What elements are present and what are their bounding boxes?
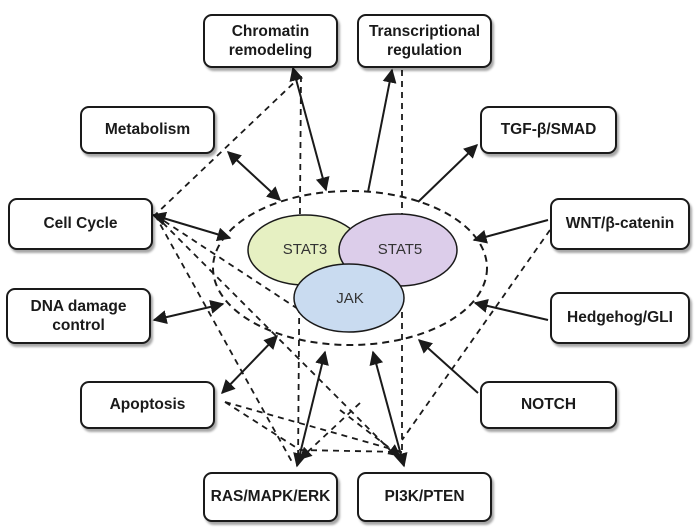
arrow-notch xyxy=(417,339,479,394)
arrow-dna xyxy=(152,300,225,324)
node-metabolism: Metabolism xyxy=(80,106,215,154)
node-dna-damage-control: DNA damage control xyxy=(6,288,151,344)
arrow-cellcycle xyxy=(151,211,232,242)
node-notch: NOTCH xyxy=(480,381,617,429)
arrow-crosstalk-ras xyxy=(299,402,361,460)
node-hedgehog-gli: Hedgehog/GLI xyxy=(550,292,690,344)
arrow-crosstalk-pi3k xyxy=(339,409,401,457)
node-tgf-beta-smad: TGF-β/SMAD xyxy=(480,106,617,154)
jak-stat-complex-outline xyxy=(212,190,488,346)
arrow-apoptosis xyxy=(221,334,278,395)
node-cell-cycle: Cell Cycle xyxy=(8,198,153,250)
stat3-label: STAT3 xyxy=(282,241,328,258)
node-pi3k-pten: PI3K/PTEN xyxy=(357,472,492,522)
arrow-wnt xyxy=(472,219,549,244)
node-chromatin-remodeling: Chromatin remodeling xyxy=(203,14,338,68)
arrow-transcriptional xyxy=(367,68,397,193)
node-ras-mapk-erk: RAS/MAPK/ERK xyxy=(203,472,338,522)
node-transcriptional-regulation: Transcriptional regulation xyxy=(357,14,492,68)
arrow-hedgehog xyxy=(473,299,549,321)
jak-label: JAK xyxy=(336,290,364,307)
node-apoptosis: Apoptosis xyxy=(80,381,215,429)
arrow-chromatin xyxy=(289,66,330,192)
arrow-tgfb xyxy=(417,144,479,203)
node-wnt-beta-catenin: WNT/β-catenin xyxy=(550,198,690,250)
arrow-metabolism xyxy=(226,151,282,201)
stat5-label: STAT5 xyxy=(377,241,423,258)
jak-oval xyxy=(293,263,405,333)
crosstalk-dashed-lines xyxy=(154,70,551,466)
